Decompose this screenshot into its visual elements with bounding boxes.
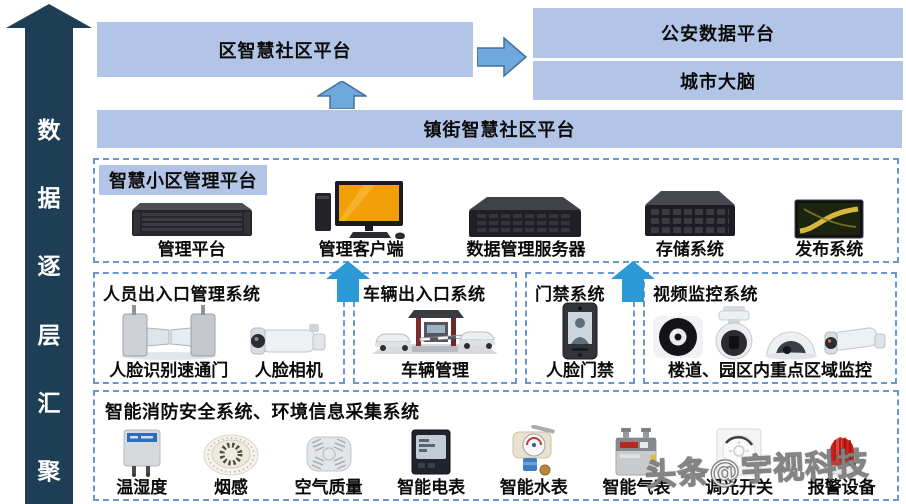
vehicle-devices-row: 车辆管理 — [359, 303, 511, 381]
personnel-devices-row: 人脸识别速通门 人脸相机 — [99, 303, 339, 381]
data-server-icon — [468, 197, 581, 237]
bright-up-arrow-icon — [611, 261, 655, 302]
air-quality-sensor-icon — [306, 436, 352, 472]
street-platform-bar: 镇街智慧社区平台 — [97, 110, 902, 148]
district-platform-box: 区智慧社区平台 — [97, 22, 473, 77]
device-management-platform: 管理平台 — [128, 199, 256, 260]
device-label: 人脸门禁 — [546, 361, 614, 381]
vbar-char: 数 — [37, 118, 61, 144]
device-label: 空气质量 — [294, 478, 363, 498]
device-label: 温湿度 — [116, 478, 168, 498]
speed-gate-icon — [120, 305, 217, 360]
right-arrow-icon — [477, 36, 527, 78]
storage-server-icon — [644, 191, 735, 236]
device-label: 调光开关 — [705, 478, 774, 498]
device-vehicle-management: 车辆管理 — [372, 306, 498, 381]
device-gas-meter: 智能气表 — [602, 427, 670, 498]
district-platform-label: 区智慧社区平台 — [218, 40, 352, 62]
data-flow-vertical-bar: 数 据 逐 层 汇 聚 — [25, 27, 73, 504]
device-label: 智能电表 — [397, 478, 466, 498]
smart-water-meter-icon — [512, 425, 555, 476]
vbar-char: 逐 — [37, 254, 61, 281]
device-label: 发布系统 — [795, 240, 864, 260]
management-panel-title: 智慧小区管理平台 — [99, 165, 267, 195]
access-panel-title: 门禁系统 — [535, 285, 605, 305]
dimmer-switch-icon — [716, 428, 762, 476]
device-dimmer-switch: 调光开关 — [705, 427, 773, 498]
device-label: 管理平台 — [157, 240, 226, 260]
fisheye-camera-icon — [653, 316, 703, 358]
device-face-camera: 人脸相机 — [249, 322, 329, 381]
video-panel-title: 视频监控系统 — [653, 285, 758, 305]
env-devices-row: 温湿度 烟感 空气质量 — [99, 420, 893, 498]
env-fire-panel: 智能消防安全系统、环境信息采集系统 温湿度 烟感 — [93, 390, 899, 501]
vehicle-panel-title: 车辆出入口系统 — [363, 285, 486, 305]
rack-server-icon — [131, 203, 252, 236]
smart-electric-meter-icon — [411, 429, 451, 475]
device-label: 存储系统 — [655, 240, 724, 260]
personnel-panel-title: 人员出入口管理系统 — [103, 285, 261, 305]
device-label: 人脸识别速通门 — [109, 361, 229, 381]
city-brain-box: 城市大脑 — [533, 61, 903, 100]
device-speed-gate: 人脸识别速通门 — [109, 304, 228, 381]
device-water-meter: 智能水表 — [500, 425, 568, 498]
device-label: 数据管理服务器 — [466, 240, 586, 260]
temp-humidity-sensor-icon — [123, 429, 161, 477]
device-publish-system: 发布系统 — [794, 199, 864, 260]
bullet-camera-icon — [824, 327, 886, 355]
device-face-access: 人脸门禁 — [546, 302, 614, 381]
video-devices-row: 楼道、园区内重点区域监控 — [649, 301, 891, 381]
device-label: 报警设备 — [807, 478, 876, 498]
desktop-computer-icon — [315, 181, 406, 239]
device-air-quality: 空气质量 — [295, 431, 363, 498]
device-data-server: 数据管理服务器 — [466, 195, 585, 260]
device-management-client: 管理客户端 — [313, 181, 409, 260]
dome-camera-icon — [765, 331, 817, 360]
camera-icons-row — [651, 306, 889, 360]
device-label: 智能水表 — [499, 478, 568, 498]
video-caption: 楼道、园区内重点区域监控 — [668, 361, 872, 381]
police-data-platform-label: 公安数据平台 — [661, 24, 775, 45]
smoke-detector-icon — [203, 434, 259, 476]
device-storage-system: 存储系统 — [643, 190, 737, 260]
device-alarm-beacon: 报警设备 — [808, 427, 876, 498]
data-flow-arrow-head — [6, 4, 92, 28]
bullet-camera-icon — [250, 324, 326, 355]
management-platform-panel: 智慧小区管理平台 管理平台 — [93, 158, 899, 263]
face-access-terminal-icon — [562, 302, 598, 360]
device-temp-humidity: 温湿度 — [116, 427, 167, 498]
vehicle-entrance-panel: 车辆出入口系统 车辆管理 — [353, 272, 517, 384]
device-label: 智能气表 — [602, 478, 671, 498]
access-devices-row: 人脸门禁 — [531, 299, 629, 381]
env-panel-title: 智能消防安全系统、环境信息采集系统 — [105, 402, 420, 423]
city-brain-label: 城市大脑 — [680, 71, 756, 93]
vehicle-gate-icon — [372, 310, 498, 354]
bright-up-arrow-icon — [326, 261, 370, 302]
alarm-beacon-icon — [825, 436, 859, 475]
device-label: 车辆管理 — [401, 361, 469, 381]
device-smoke-detector: 烟感 — [202, 433, 260, 498]
publish-display-icon — [794, 199, 864, 239]
smart-gas-meter-icon — [615, 428, 657, 476]
vbar-char: 据 — [37, 186, 61, 213]
vbar-char: 汇 — [37, 390, 61, 417]
ptz-camera-icon — [715, 306, 753, 360]
street-platform-label: 镇街智慧社区平台 — [423, 120, 576, 141]
vbar-char: 层 — [37, 322, 61, 349]
police-data-platform-box: 公安数据平台 — [533, 8, 903, 58]
vbar-char: 聚 — [37, 458, 61, 485]
device-label: 烟感 — [213, 478, 248, 498]
up-arrow-icon — [317, 81, 367, 109]
management-devices-row: 管理平台 管理客户端 数据管理服务器 — [99, 180, 893, 260]
personnel-entrance-panel: 人员出入口管理系统 人脸识别速通门 人脸相机 — [93, 272, 345, 384]
access-control-panel: 门禁系统 人脸门禁 — [525, 272, 635, 384]
device-electric-meter: 智能电表 — [397, 427, 465, 498]
device-label: 人脸相机 — [254, 361, 323, 381]
video-surveillance-panel: 视频监控系统 — [643, 272, 897, 384]
device-label: 管理客户端 — [318, 240, 404, 260]
